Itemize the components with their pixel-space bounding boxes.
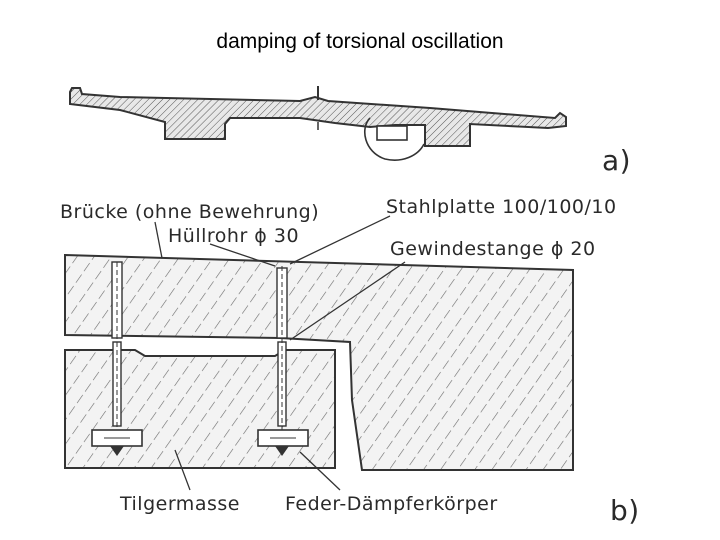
label-huellrohr: Hüllrohr ϕ 30 — [168, 225, 299, 247]
tuned-mass — [64, 349, 336, 469]
bridge-slab — [64, 253, 574, 471]
threaded-rod-right — [276, 266, 288, 450]
label-feder: Feder-Dämpferkörper — [285, 493, 498, 515]
damper-body-left — [91, 429, 143, 456]
label-gewindestange: Gewindestange ϕ 20 — [390, 238, 596, 260]
label-bruecke: Brücke (ohne Bewehrung) — [60, 201, 319, 223]
threaded-rod-left — [111, 261, 123, 450]
label-tilgermasse: Tilgermasse — [119, 493, 240, 515]
label-stahlplatte: Stahlplatte 100/100/10 — [386, 196, 617, 218]
part-a-label: a) — [602, 144, 631, 177]
leader-lines — [154, 215, 406, 491]
part-b-label: b) — [610, 494, 640, 527]
bridge-cross-section — [69, 86, 567, 161]
slide-title: damping of torsional oscillation — [216, 30, 504, 53]
damper-body-right — [257, 429, 309, 456]
detail-section — [64, 215, 574, 491]
